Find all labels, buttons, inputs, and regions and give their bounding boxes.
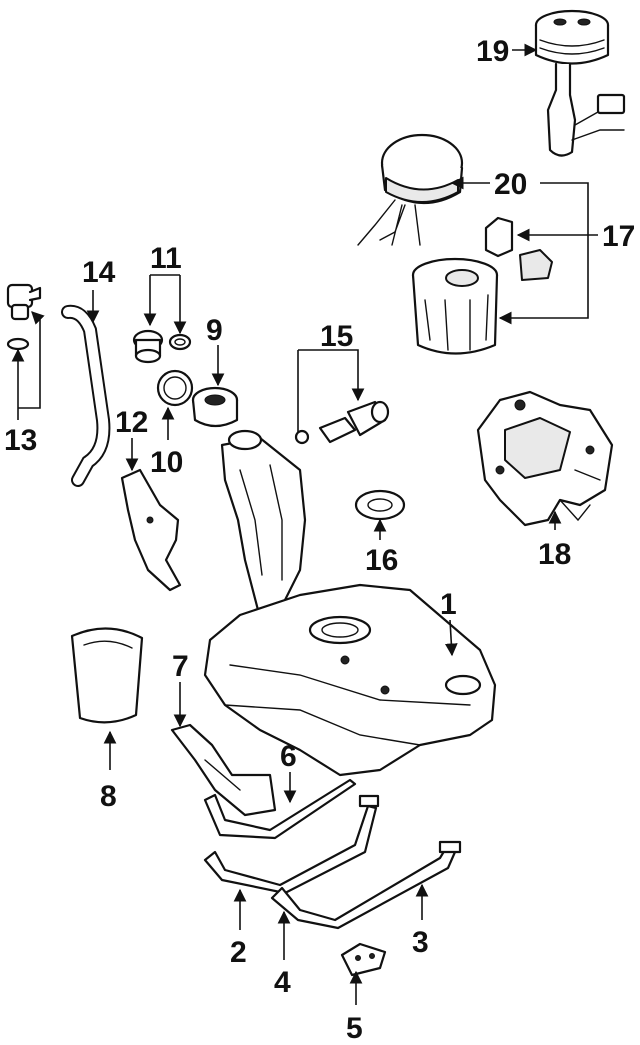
callout-2: 2 xyxy=(230,936,247,969)
part-8-heat-shield[interactable] xyxy=(70,627,144,724)
part-14-hose[interactable] xyxy=(61,304,111,487)
part-7-bracket[interactable] xyxy=(170,723,277,817)
part-3-strap[interactable] xyxy=(270,840,462,930)
callout-12: 12 xyxy=(115,406,148,439)
callout-4: 4 xyxy=(274,966,291,999)
part-18-pump-module[interactable] xyxy=(476,390,614,527)
part-10-ring[interactable] xyxy=(156,369,194,407)
part-1-fuel-tank[interactable] xyxy=(203,583,497,777)
part-6-strap[interactable] xyxy=(203,778,357,840)
part-20-fuel-pump[interactable] xyxy=(357,133,464,246)
callout-1: 1 xyxy=(440,588,457,621)
part-13-valve[interactable] xyxy=(6,283,42,351)
part-19-sender-assembly[interactable] xyxy=(534,9,626,157)
callout-17: 17 xyxy=(602,220,635,253)
part-5-clip[interactable] xyxy=(340,942,387,977)
callout-7: 7 xyxy=(172,650,189,683)
callout-20: 20 xyxy=(494,168,527,201)
callout-19: 19 xyxy=(476,35,509,68)
part-17-clips[interactable] xyxy=(484,216,553,281)
callout-8: 8 xyxy=(100,780,117,813)
callout-16: 16 xyxy=(365,544,398,577)
callout-15: 15 xyxy=(320,320,353,353)
part-12-bracket[interactable] xyxy=(120,468,182,592)
part-9-filler-cap[interactable] xyxy=(191,386,239,428)
leader-lines xyxy=(11,43,598,1005)
callout-5: 5 xyxy=(346,1012,363,1045)
part-11-cap[interactable] xyxy=(132,329,192,364)
filler-neck[interactable] xyxy=(220,429,307,612)
part-15-breather[interactable] xyxy=(294,400,390,445)
part-16-grommet[interactable] xyxy=(354,489,406,521)
callout-labels: 19 20 17 18 14 11 9 15 13 12 10 16 1 7 6… xyxy=(4,35,635,1045)
callout-10: 10 xyxy=(150,446,183,479)
part-2-strap[interactable] xyxy=(203,794,380,895)
callout-18: 18 xyxy=(538,538,571,571)
callout-9: 9 xyxy=(206,314,223,347)
callout-13: 13 xyxy=(4,424,37,457)
part-17-reservoir[interactable] xyxy=(411,257,499,355)
callout-6: 6 xyxy=(280,740,297,773)
callout-3: 3 xyxy=(412,926,429,959)
callout-11: 11 xyxy=(150,242,182,275)
callout-14: 14 xyxy=(82,256,116,289)
